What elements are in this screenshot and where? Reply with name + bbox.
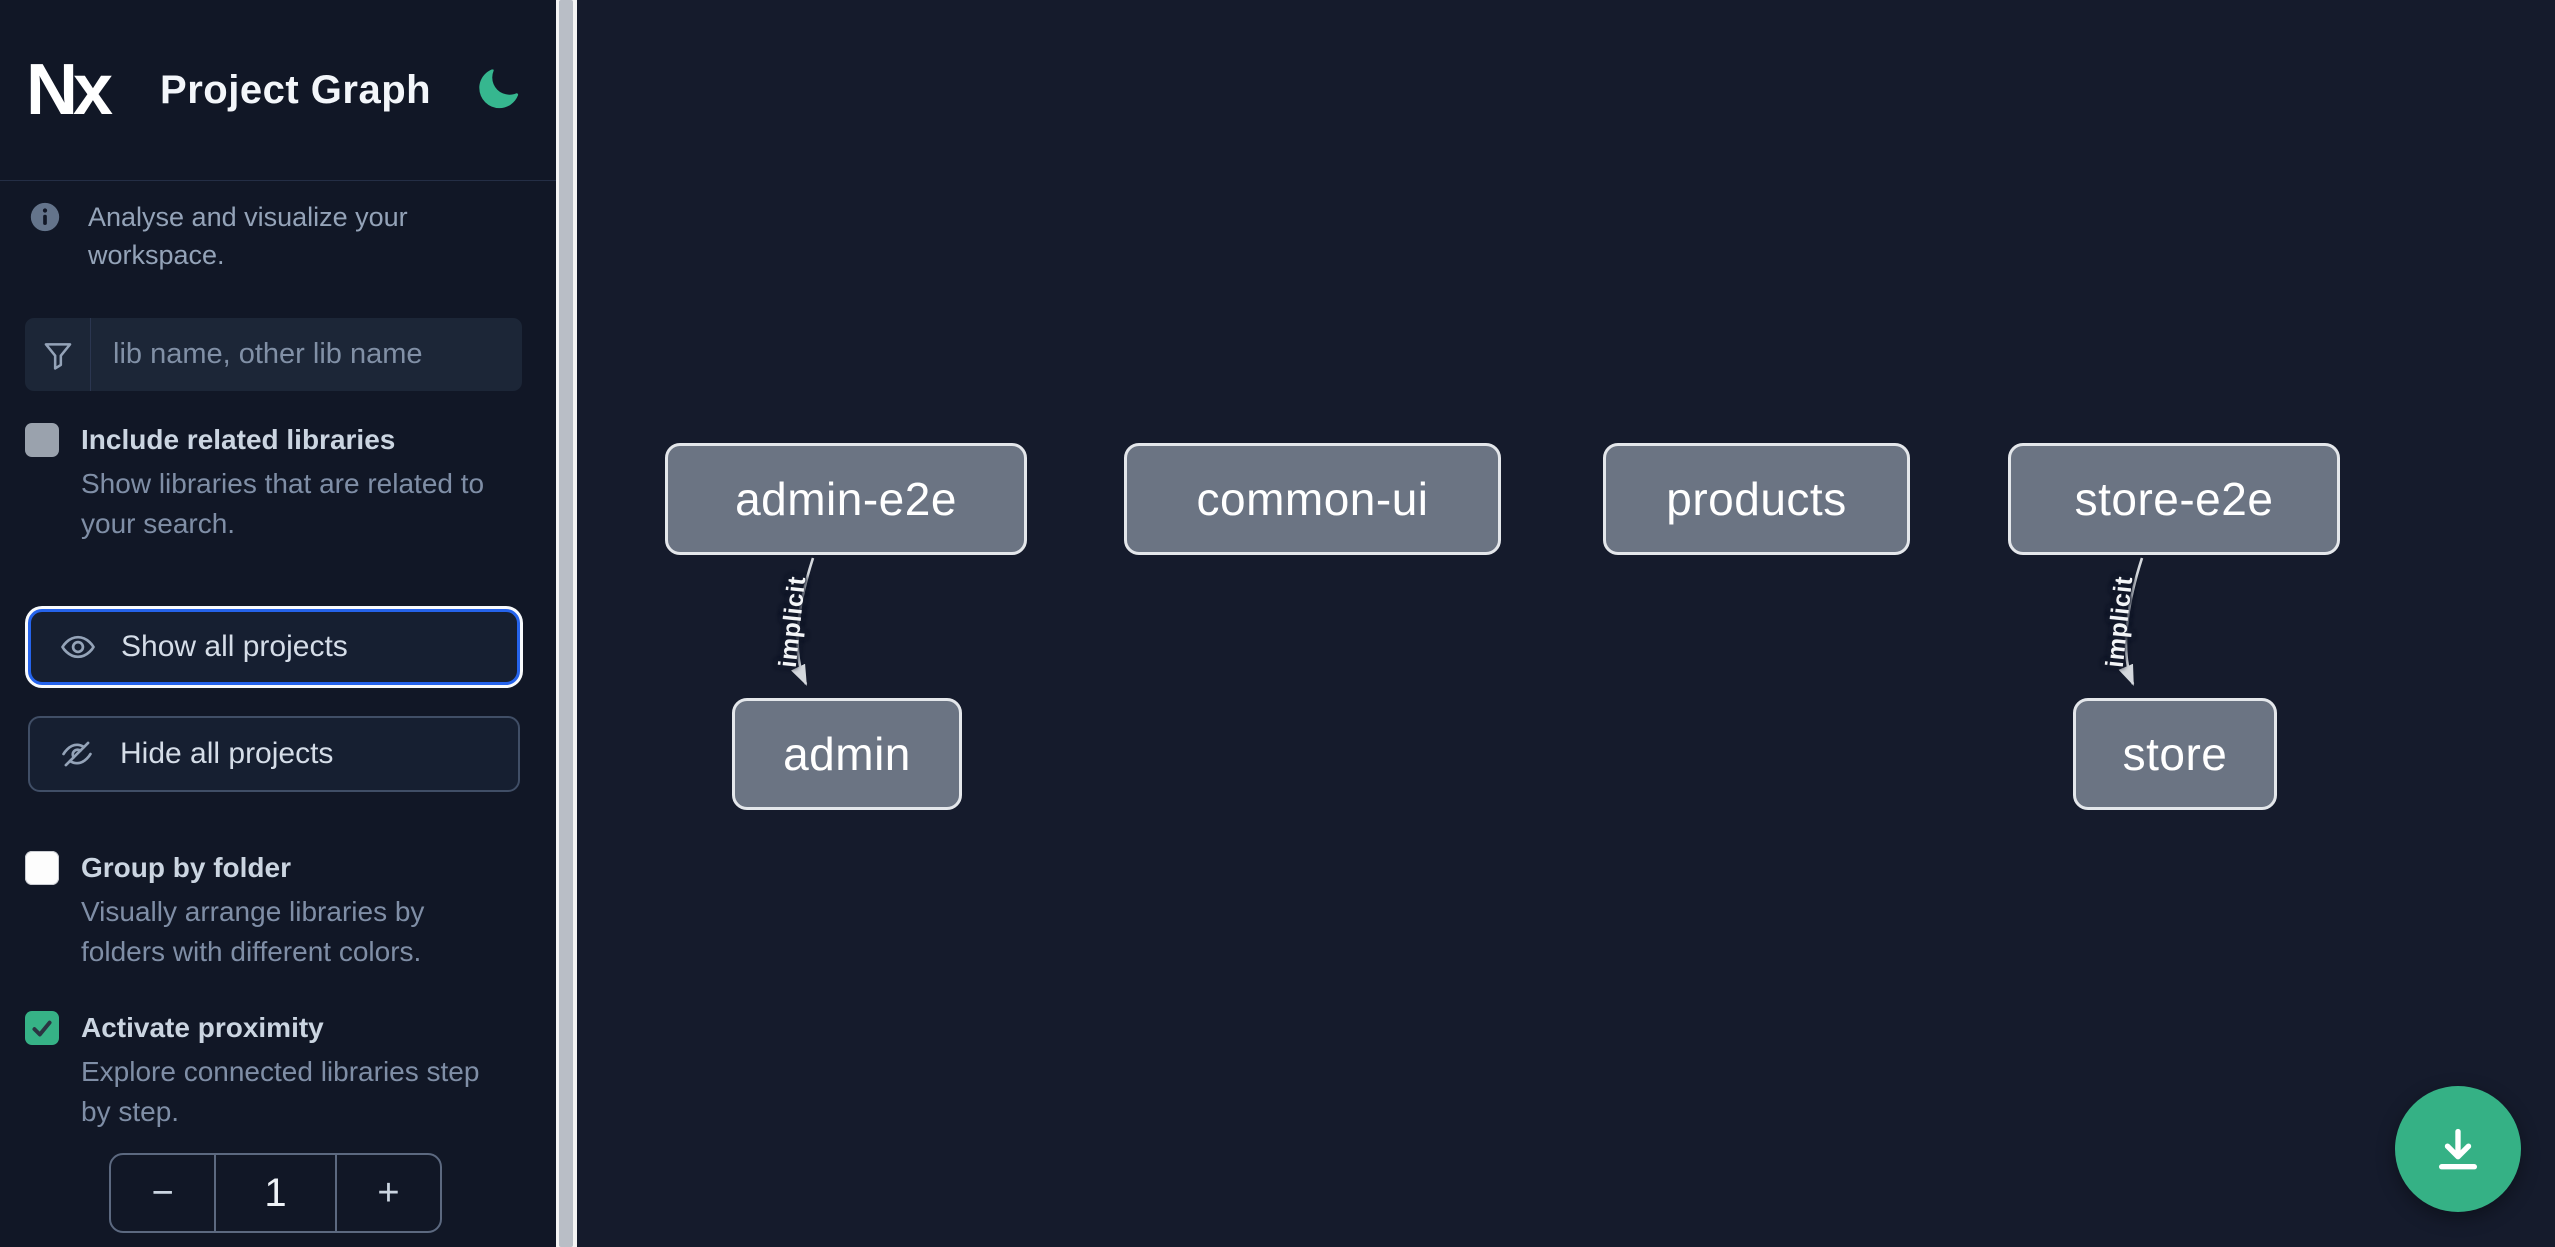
- funnel-icon: [44, 342, 71, 370]
- edge-store-e2e-store[interactable]: [2118, 557, 2144, 686]
- page-title: Project Graph: [160, 67, 432, 112]
- graph-node-admin[interactable]: admin: [732, 698, 962, 810]
- nx-logo: Nx: [26, 50, 113, 130]
- include-related-label: Include related libraries: [81, 424, 396, 455]
- proximity-value: 1: [214, 1155, 337, 1231]
- workspace-info: Analyse and visualize your workspace.: [28, 198, 528, 274]
- include-related-row[interactable]: Include related libraries Show libraries…: [25, 420, 535, 544]
- check-icon: [32, 1020, 52, 1037]
- graph-node-common-ui[interactable]: common-ui: [1124, 443, 1501, 555]
- proximity-increment-button[interactable]: +: [337, 1155, 440, 1231]
- info-icon: [30, 202, 60, 232]
- scrollbar-thumb[interactable]: [559, 0, 573, 1247]
- filter-icon-cell: [25, 318, 91, 391]
- sidebar: Nx Project Graph Analyse and visualize y…: [0, 0, 556, 1247]
- filter-input[interactable]: [91, 318, 522, 391]
- graph-edges: [790, 557, 2144, 686]
- hide-all-projects-button[interactable]: Hide all projects: [28, 716, 520, 792]
- info-text: Analyse and visualize your workspace.: [88, 202, 408, 270]
- dark-mode-toggle[interactable]: [475, 66, 523, 114]
- edge-admin-e2e-admin[interactable]: [790, 557, 815, 686]
- include-related-description: Show libraries that are related to your …: [81, 468, 485, 539]
- activate-proximity-row[interactable]: Activate proximity Explore connected lib…: [25, 1008, 535, 1132]
- group-by-folder-description: Visually arrange libraries by folders wi…: [81, 896, 425, 967]
- graph-node-admin-e2e[interactable]: admin-e2e: [665, 443, 1027, 555]
- group-by-folder-checkbox[interactable]: [25, 851, 59, 885]
- sidebar-scrollbar[interactable]: [556, 0, 577, 1247]
- proximity-stepper: − 1 +: [109, 1153, 442, 1233]
- show-all-projects-button[interactable]: Show all projects: [28, 609, 520, 685]
- filter-box: [25, 318, 522, 391]
- graph-node-store[interactable]: store: [2073, 698, 2277, 810]
- activate-proximity-label: Activate proximity: [81, 1012, 324, 1043]
- hide-all-projects-label: Hide all projects: [120, 737, 334, 770]
- project-graph-canvas[interactable]: implicit implicit admin-e2e common-ui pr…: [577, 0, 2555, 1247]
- eye-slash-icon: [62, 741, 92, 767]
- download-icon: [2438, 1128, 2478, 1170]
- proximity-decrement-button[interactable]: −: [111, 1155, 214, 1231]
- eye-icon: [61, 635, 95, 659]
- activate-proximity-description: Explore connected libraries step by step…: [81, 1056, 480, 1127]
- include-related-checkbox[interactable]: [25, 423, 59, 457]
- group-by-folder-label: Group by folder: [81, 852, 291, 883]
- graph-node-products[interactable]: products: [1603, 443, 1910, 555]
- show-all-projects-label: Show all projects: [121, 630, 348, 663]
- app-header: Nx Project Graph: [0, 0, 556, 181]
- moon-icon: [479, 69, 519, 109]
- activate-proximity-checkbox[interactable]: [25, 1011, 59, 1045]
- download-graph-button[interactable]: [2395, 1086, 2521, 1212]
- group-by-folder-row[interactable]: Group by folder Visually arrange librari…: [25, 848, 535, 972]
- graph-node-store-e2e[interactable]: store-e2e: [2008, 443, 2340, 555]
